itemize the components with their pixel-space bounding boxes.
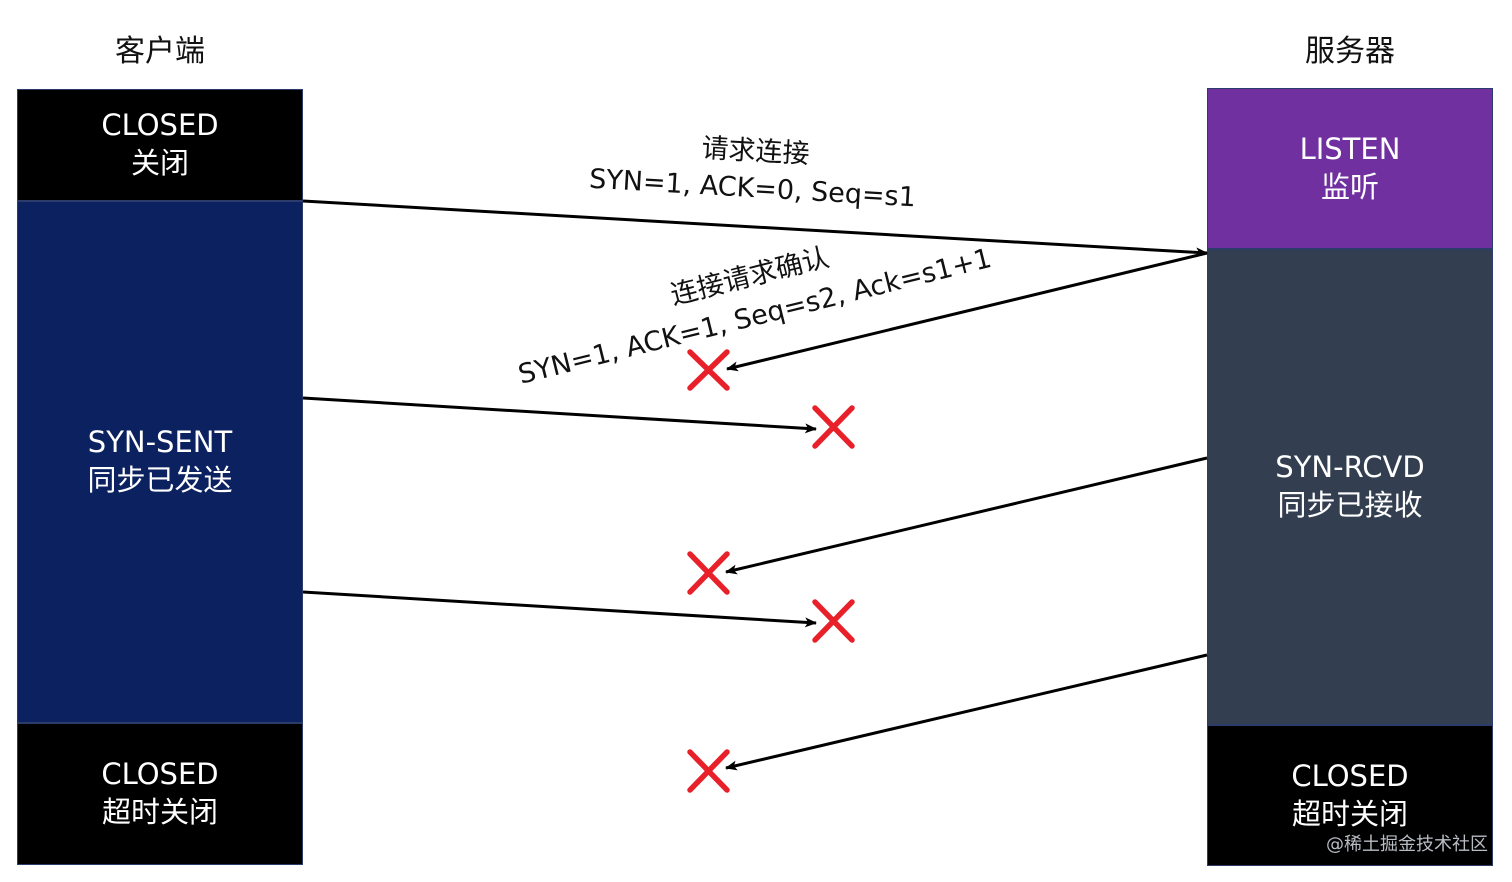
state-en-label: LISTEN <box>1299 131 1401 166</box>
request-fields-label: SYN=1, ACK=0, Seq=s1 <box>588 164 916 214</box>
state-zh-label: 同步已接收 <box>1277 488 1423 522</box>
client-title: 客户端 <box>115 34 205 69</box>
state-zh-label: 超时关闭 <box>101 795 218 829</box>
lost-x-icon <box>687 749 730 793</box>
server-title: 服务器 <box>1305 34 1395 69</box>
state-en-label: CLOSED <box>1291 758 1409 793</box>
lost-x-icon <box>687 349 730 391</box>
client-state-timeout-closed: CLOSED 超时关闭 <box>17 723 303 865</box>
lost-x-icon <box>812 405 855 449</box>
lost-x-icon <box>687 551 730 595</box>
retry-request-arrow-2 <box>302 590 817 628</box>
lost-x-icon <box>812 599 855 643</box>
syn-request-arrow <box>302 199 1208 258</box>
state-zh-label: 超时关闭 <box>1291 796 1408 831</box>
retry-syn-ack-arrow-1 <box>725 456 1208 575</box>
state-en-label: SYN-SENT <box>87 425 233 460</box>
state-zh-label: 同步已发送 <box>87 463 233 497</box>
state-en-label: SYN-RCVD <box>1275 450 1425 485</box>
state-en-label: CLOSED <box>101 757 219 792</box>
state-zh-label: 监听 <box>1320 169 1379 204</box>
state-zh-label: 关闭 <box>130 146 189 180</box>
server-state-syn-rcvd: SYN-RCVD 同步已接收 <box>1207 249 1493 725</box>
retry-syn-ack-arrow-2 <box>725 653 1208 771</box>
watermark: @稀土掘金技术社区 <box>1326 834 1488 855</box>
retry-request-arrow-1 <box>302 396 817 434</box>
state-en-label: CLOSED <box>101 108 219 143</box>
syn-ack-arrow <box>726 251 1208 372</box>
server-state-timeout-closed: CLOSED 超时关闭 <box>1207 725 1493 866</box>
client-state-closed: CLOSED 关闭 <box>17 89 303 201</box>
client-state-syn-sent: SYN-SENT 同步已发送 <box>17 201 303 723</box>
request-zh-label: 请求连接 <box>701 133 811 170</box>
server-state-listen: LISTEN 监听 <box>1207 88 1493 249</box>
